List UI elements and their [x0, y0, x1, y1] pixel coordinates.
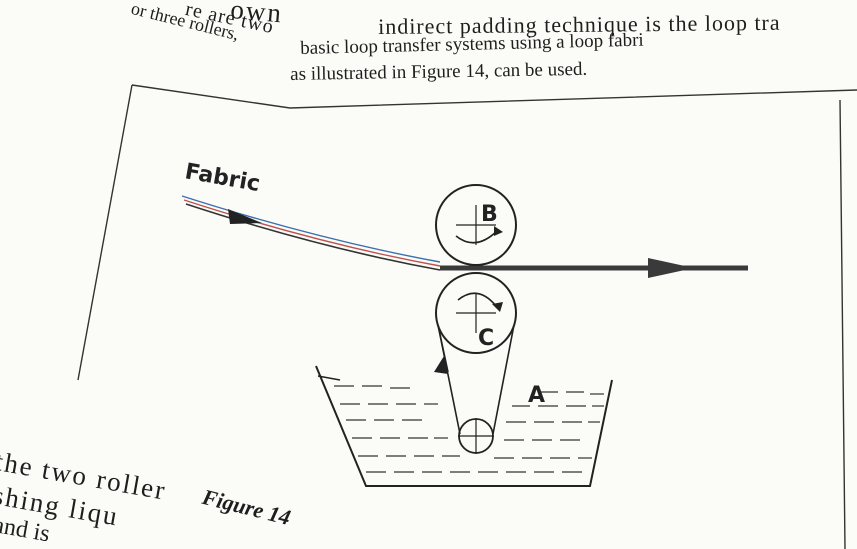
figure-frame-left: [77, 84, 133, 381]
bath-roller: [458, 418, 494, 454]
roller-c-label: C: [478, 326, 494, 351]
fabric-exit-arrow: [648, 258, 694, 278]
liquor-surface: [334, 385, 604, 473]
fabric-strand-dark: [185, 203, 441, 271]
figure-frame-top: [131, 84, 857, 109]
fabric-label: Fabric: [183, 159, 262, 197]
roller-b-label: B: [481, 202, 498, 227]
bath-label: A: [528, 383, 545, 408]
roller-c: C: [435, 272, 517, 354]
rotation-arrow-icon: [457, 292, 497, 307]
fabric-strand-blue: [181, 195, 441, 263]
liquor-trough: [315, 365, 613, 487]
rotation-arrow-icon: [455, 229, 499, 244]
fabric-direction-arrow: [228, 209, 262, 224]
figure-frame-right: [839, 99, 846, 549]
roller-b: B: [435, 184, 517, 266]
fabric-strand-red: [183, 199, 441, 267]
loop-belt-right: [492, 324, 515, 435]
belt-direction-arrow: [434, 356, 448, 374]
